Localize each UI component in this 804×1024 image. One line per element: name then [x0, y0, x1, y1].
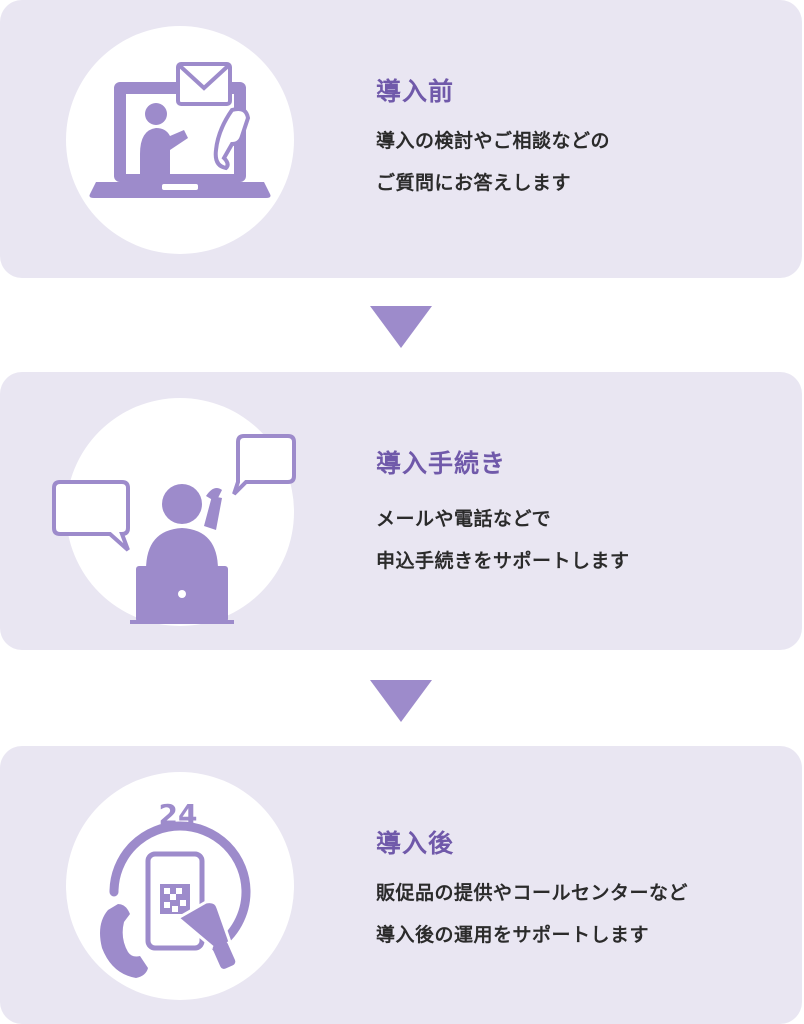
- step-title: 導入手続き: [376, 449, 507, 478]
- step-description-line: 販促品の提供やコールセンターなど: [376, 882, 689, 904]
- 24h-support-icon: 24: [100, 798, 251, 978]
- phone-application-icon: [52, 434, 296, 624]
- step-card-application: 導入手続き メールや電話などで 申込手続きをサポートします: [0, 372, 802, 650]
- down-arrow-icon: [370, 680, 432, 722]
- step-description-line: 導入後の運用をサポートします: [376, 924, 650, 946]
- laptop-support-icon: [89, 62, 271, 198]
- step-description-line: メールや電話などで: [376, 508, 552, 530]
- step-card-after: 24 導入後 販促品の提供やコールセンターなど 導入後の運用をサポートします: [0, 746, 802, 1024]
- step-icon-circle: [66, 26, 294, 254]
- step-description-line: 導入の検討やご相談などの: [376, 130, 611, 152]
- down-arrow-icon: [370, 306, 432, 348]
- step-title: 導入前: [376, 77, 455, 106]
- step-title: 導入後: [376, 829, 455, 858]
- step-description-line: ご質問にお答えします: [376, 172, 572, 194]
- 24h-badge: 24: [159, 798, 198, 831]
- step-description: メールや電話などで 申込手続きをサポートします: [376, 498, 630, 582]
- step-icon-circle: 24: [66, 772, 294, 1000]
- step-description-line: 申込手続きをサポートします: [376, 550, 630, 572]
- step-icon-circle: [52, 398, 296, 626]
- step-card-before: 導入前 導入の検討やご相談などの ご質問にお答えします: [0, 0, 802, 278]
- step-description: 導入の検討やご相談などの ご質問にお答えします: [376, 120, 610, 204]
- step-description: 販促品の提供やコールセンターなど 導入後の運用をサポートします: [376, 872, 688, 956]
